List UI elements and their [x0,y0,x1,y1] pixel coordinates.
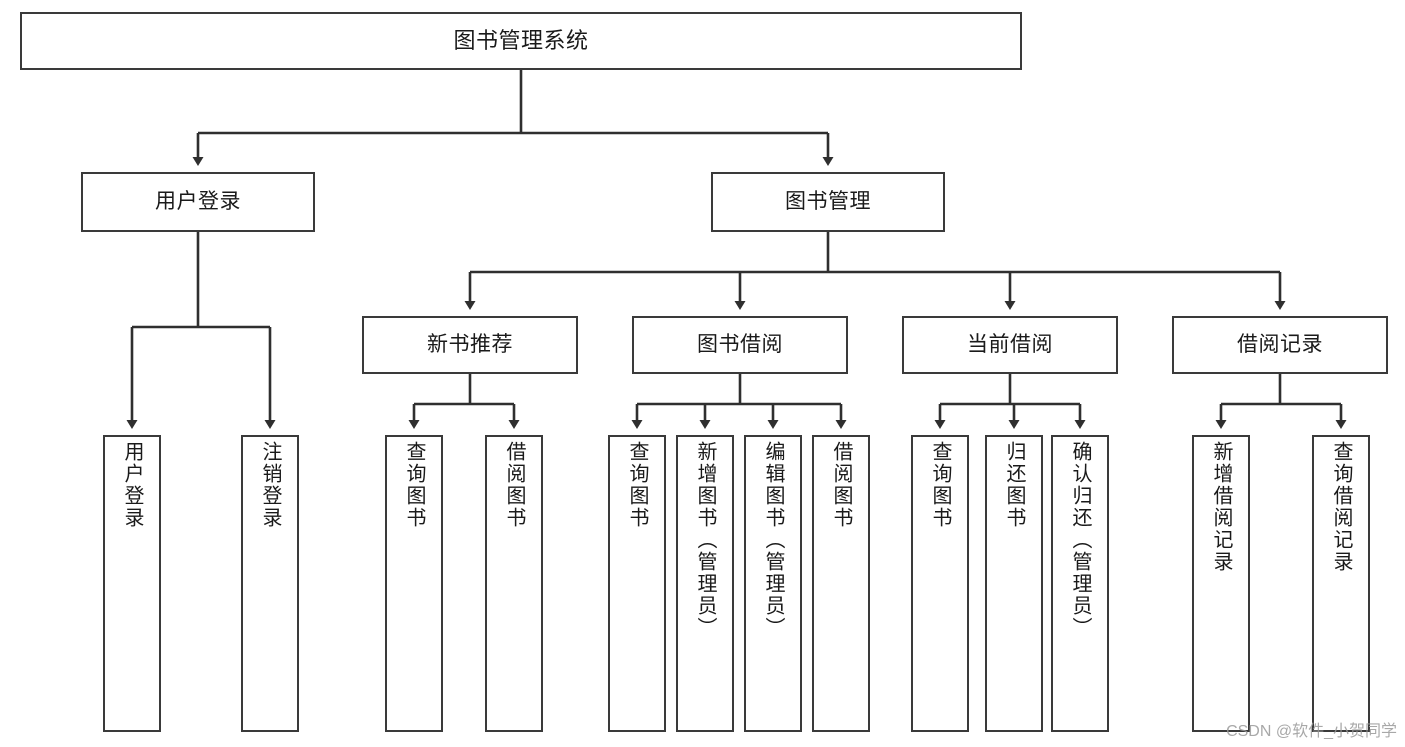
leaf-borrow-query-books[interactable]: 查询图书 [608,435,666,732]
node-current-borrow[interactable]: 当前借阅 [902,316,1118,374]
leaf-user-logout-label: 注销登录 [259,441,281,529]
leaf-current-confirm-return-admin[interactable]: 确认归还（管理员） [1051,435,1109,732]
leaf-record-query-record-label: 查询借阅记录 [1330,441,1352,573]
leaf-borrow-lend-books[interactable]: 借阅图书 [812,435,870,732]
leaf-borrow-add-book-admin[interactable]: 新增图书（管理员） [676,435,734,732]
leaf-borrow-edit-book-admin-label: 编辑图书（管理员） [762,441,784,639]
leaf-borrow-add-book-admin-label: 新增图书（管理员） [694,441,716,639]
node-root[interactable]: 图书管理系统 [20,12,1022,70]
leaf-current-return-books[interactable]: 归还图书 [985,435,1043,732]
leaf-borrow-lend-books-label: 借阅图书 [830,441,852,529]
node-borrow-record-label: 借阅记录 [1237,332,1323,356]
csdn-watermark: CSDN @软件_小贺同学 [1226,723,1397,740]
leaf-current-return-books-label: 归还图书 [1003,441,1025,529]
leaf-borrow-edit-book-admin[interactable]: 编辑图书（管理员） [744,435,802,732]
leaf-current-query-books[interactable]: 查询图书 [911,435,969,732]
node-new-book-recommend-label: 新书推荐 [427,332,513,356]
node-book-management-label: 图书管理 [785,189,871,213]
node-user-login-label: 用户登录 [155,189,241,213]
node-user-login[interactable]: 用户登录 [81,172,315,232]
leaf-newbook-query-books[interactable]: 查询图书 [385,435,443,732]
leaf-user-logout[interactable]: 注销登录 [241,435,299,732]
node-book-management[interactable]: 图书管理 [711,172,945,232]
leaf-current-query-books-label: 查询图书 [929,441,951,529]
node-book-borrow[interactable]: 图书借阅 [632,316,848,374]
leaf-current-confirm-return-admin-label: 确认归还（管理员） [1069,441,1091,639]
node-new-book-recommend[interactable]: 新书推荐 [362,316,578,374]
node-book-borrow-label: 图书借阅 [697,332,783,356]
leaf-newbook-borrow-books[interactable]: 借阅图书 [485,435,543,732]
leaf-borrow-query-books-label: 查询图书 [626,441,648,529]
leaf-record-query-record[interactable]: 查询借阅记录 [1312,435,1370,732]
leaf-record-add-record-label: 新增借阅记录 [1210,441,1232,573]
node-current-borrow-label: 当前借阅 [967,332,1053,356]
leaf-record-add-record[interactable]: 新增借阅记录 [1192,435,1250,732]
node-borrow-record[interactable]: 借阅记录 [1172,316,1388,374]
node-root-label: 图书管理系统 [453,28,589,54]
leaf-user-login[interactable]: 用户登录 [103,435,161,732]
leaf-newbook-query-books-label: 查询图书 [403,441,425,529]
leaf-newbook-borrow-books-label: 借阅图书 [503,441,525,529]
leaf-user-login-label: 用户登录 [121,441,143,529]
